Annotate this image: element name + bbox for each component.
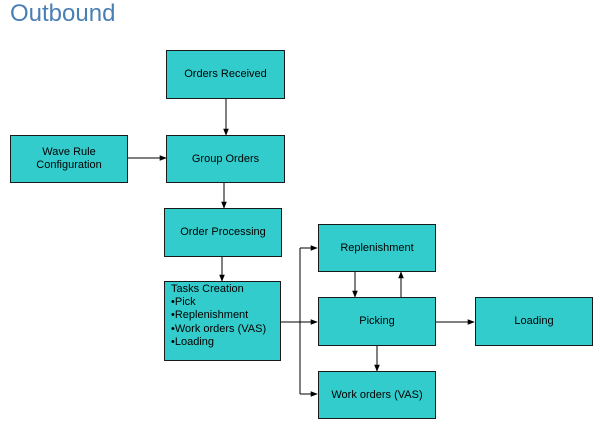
node-work-orders-label: Work orders (VAS): [331, 388, 423, 401]
node-replenishment-label: Replenishment: [340, 241, 414, 254]
node-work-orders-vas: Work orders (VAS): [318, 371, 436, 419]
node-group-orders: Group Orders: [166, 135, 285, 183]
node-loading-label: Loading: [514, 315, 554, 327]
node-loading: Loading: [475, 297, 593, 346]
page-title: Outbound: [10, 0, 116, 27]
node-group-orders-label: Group Orders: [191, 152, 260, 165]
node-orders-received: Orders Received: [166, 50, 285, 99]
node-orders-received-label: Orders Received: [184, 68, 267, 80]
task-item-pick: Pick: [171, 296, 274, 309]
node-picking-label: Picking: [359, 315, 395, 327]
node-wave-rule-configuration: Wave Rule Configuration: [10, 135, 128, 183]
node-wave-rule-line1: Wave Rule: [42, 146, 96, 158]
node-tasks-creation-heading: Tasks Creation: [171, 283, 244, 295]
task-item-work-orders: Work orders (VAS): [171, 323, 274, 336]
node-order-processing: Order Processing: [164, 208, 282, 257]
task-item-replenishment: Replenishment: [171, 309, 274, 322]
node-order-processing-label: Order Processing: [180, 226, 266, 238]
node-picking: Picking: [318, 297, 436, 346]
node-tasks-creation: Tasks Creation Pick Replenishment Work o…: [164, 281, 281, 361]
task-list: Pick Replenishment Work orders (VAS) Loa…: [171, 296, 274, 349]
task-item-loading: Loading: [171, 336, 274, 349]
node-replenishment: Replenishment: [318, 224, 436, 272]
node-wave-rule-line2: Configuration: [36, 159, 102, 171]
